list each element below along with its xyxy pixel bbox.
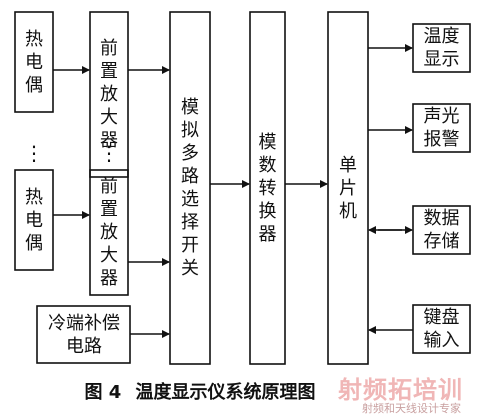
mcu-box (327, 11, 369, 365)
watermark-logo: 射频拓培训 (338, 376, 463, 404)
figure-number: 图 4 (84, 382, 122, 403)
keyboard-box (412, 304, 471, 354)
cold-junction-box (36, 305, 131, 364)
adc-box (249, 11, 286, 365)
thermocouple-top-box (14, 11, 54, 113)
temp-display-box (412, 23, 471, 73)
thermocouple-bottom-box (14, 169, 54, 271)
figure-title: 温度显示仪系统原理图 (135, 382, 316, 403)
mux-box (169, 11, 211, 365)
figure-caption: 图 4 温度显示仪系统原理图 (0, 378, 400, 404)
storage-box (412, 205, 471, 255)
alarm-box (412, 103, 471, 153)
watermark-subtitle: 射频和天线设计专家 (362, 402, 461, 415)
preamp-bottom-box (89, 169, 129, 296)
preamp-top-box (89, 11, 129, 178)
